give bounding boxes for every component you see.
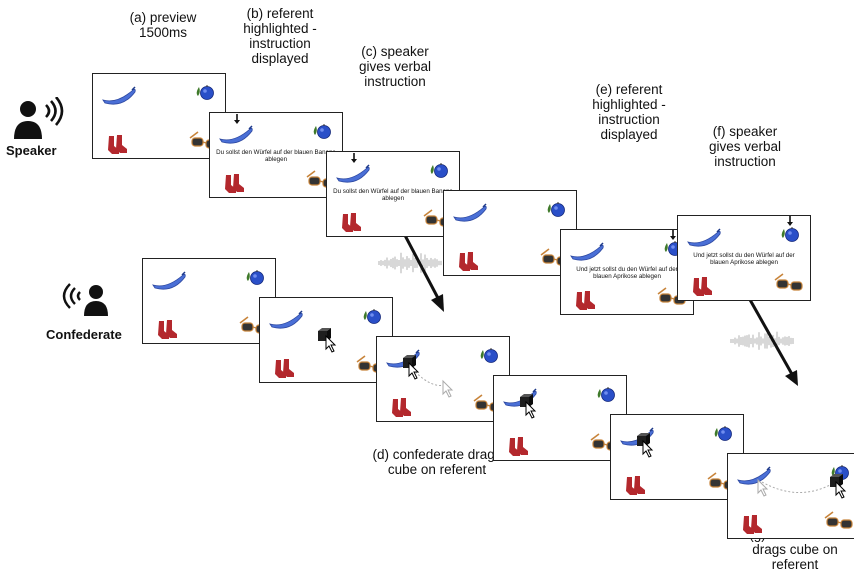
speaker-icon [14,97,64,139]
instruction-text: Du sollst den Würfel auf der blauen Bana… [216,149,336,164]
apricot-icon [547,202,565,217]
apricot-icon [363,309,381,324]
screen-frame-s4 [443,190,577,276]
banana-icon [219,125,253,144]
apricot-icon [480,348,498,363]
audio-waveform-2 [730,331,794,351]
screen-frame-s3: Du sollst den Würfel auf der blauen Bana… [326,151,460,237]
screen-frame-c1 [142,258,276,344]
confederate-icon [62,283,108,316]
flow-arrow-2 [747,297,798,386]
caption-d: (d) confederate drags cube on referent [372,447,502,477]
socks-icon [743,515,762,534]
banana-icon [336,164,370,183]
highlight-arrow-icon [234,114,240,124]
socks-icon [225,174,244,193]
screen-frame-s2: Du sollst den Würfel auf der blauen Bana… [209,112,343,198]
cube-icon [830,474,843,487]
instruction-text: Und jetzt sollst du den Würfel auf der b… [693,252,795,267]
cursor-icon [442,379,454,398]
socks-icon [158,320,177,339]
cursor-icon [525,400,537,419]
highlight-arrow-icon [351,153,357,163]
socks-icon [392,398,411,417]
apricot-icon [714,426,732,441]
banana-icon [687,228,721,247]
apricot-icon [781,227,799,242]
screen-frame-c4 [493,375,627,461]
socks-icon [275,359,294,378]
cube-icon [637,433,650,446]
highlight-arrow-icon [670,230,676,240]
caption-e: (e) referent highlighted - instruction d… [592,82,666,142]
cursor-icon [835,480,847,499]
banana-icon [269,310,303,329]
socks-icon [342,213,361,232]
screen-frame-c3 [376,336,510,422]
instruction-text: Du sollst den Würfel auf der blauen Bana… [333,188,453,203]
caption-b: (b) referent highlighted - instruction d… [243,6,317,66]
cube-icon [403,355,416,368]
screen-frame-s5: Und jetzt sollst du den Würfel auf der b… [560,229,694,315]
socks-icon [509,437,528,456]
apricot-icon [597,387,615,402]
screen-frame-s1 [92,73,226,159]
caption-a: (a) preview 1500ms [129,10,197,40]
instruction-text: Und jetzt sollst du den Würfel auf der b… [576,266,678,281]
cursor-icon [757,478,769,497]
banana-icon [737,466,771,485]
screen-frame-c2 [259,297,393,383]
caption-c: (c) speaker gives verbal instruction [358,44,432,89]
banana-icon [453,203,487,222]
socks-icon [693,277,712,296]
socks-icon [459,252,478,271]
apricot-icon [246,270,264,285]
audio-waveform-1 [378,252,442,274]
speaker-label: Speaker [6,143,57,158]
cursor-icon [325,334,337,353]
socks-icon [576,291,595,310]
banana-icon [570,242,604,261]
socks-icon [626,476,645,495]
banana-icon [152,271,186,290]
apricot-icon [430,163,448,178]
socks-icon [108,135,127,154]
drag-path [761,481,833,493]
apricot-icon [313,124,331,139]
screen-frame-c5 [610,414,744,500]
sunglasses-icon [774,273,803,291]
screen-frame-c6 [727,453,854,539]
confederate-label: Confederate [46,327,122,342]
banana-icon [102,86,136,105]
apricot-icon [196,85,214,100]
cursor-icon [408,361,420,380]
highlight-arrow-icon [787,216,793,226]
caption-f: (f) speaker gives verbal instruction [708,124,782,169]
cube-icon [520,394,533,407]
screen-frame-s6: Und jetzt sollst du den Würfel auf der b… [677,215,811,301]
sunglasses-icon [824,511,853,529]
cursor-icon [642,439,654,458]
